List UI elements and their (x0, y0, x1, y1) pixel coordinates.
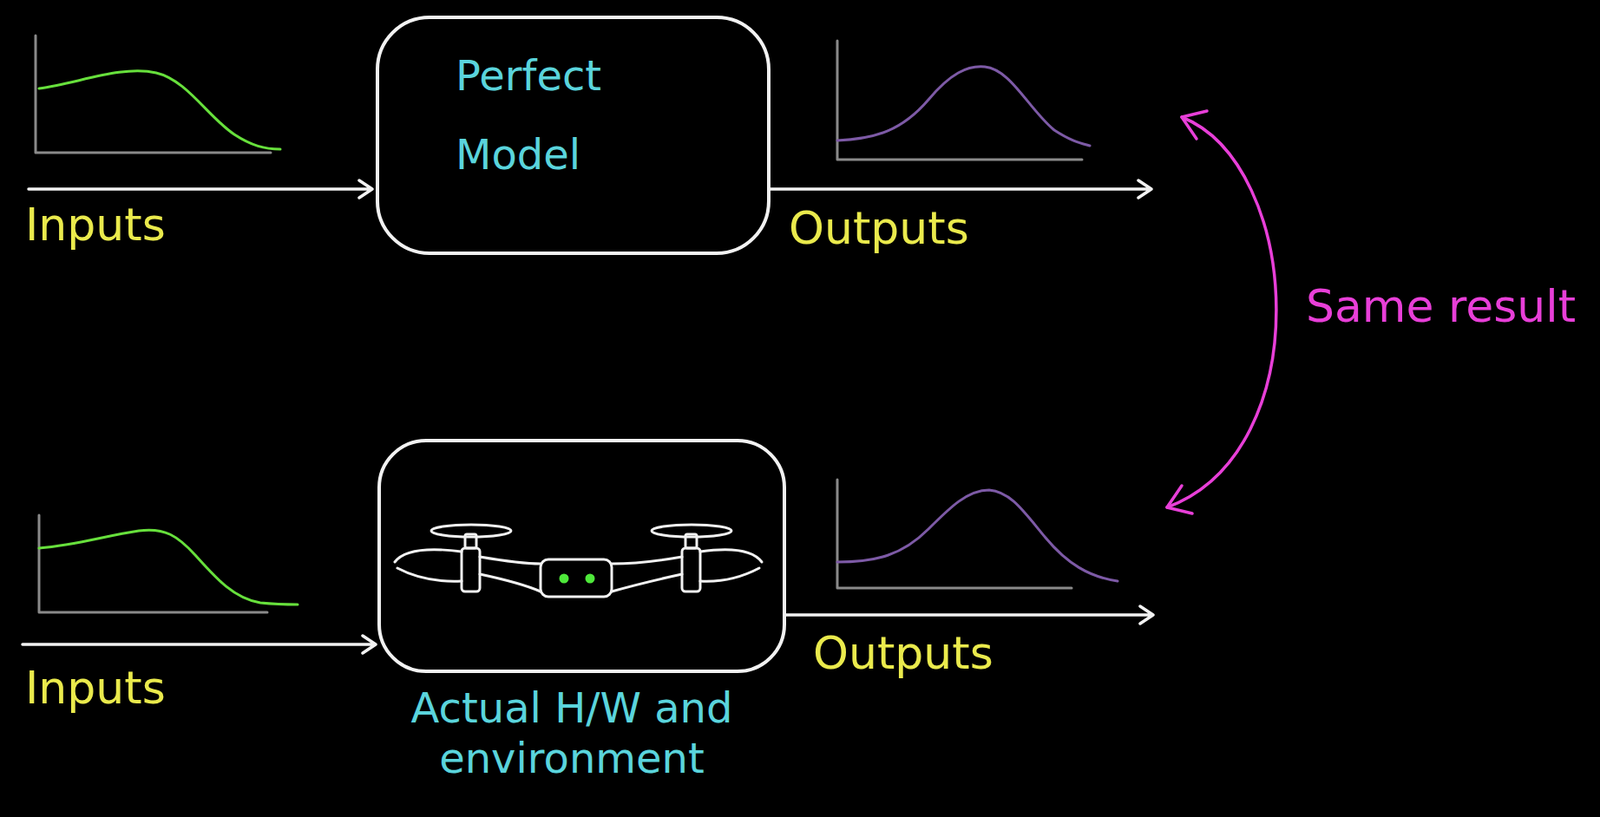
hardware-node: Actual H/W and environment (357, 439, 807, 805)
box-title: Perfect Model (455, 36, 682, 195)
prop-guard (700, 550, 762, 563)
input-arrow (22, 636, 376, 654)
input-curve (39, 71, 281, 150)
drone-body (540, 559, 612, 597)
axis-label: Inputs (25, 197, 166, 252)
hardware-box (377, 439, 787, 674)
drone-eyes (559, 574, 596, 584)
axis-label: Inputs (25, 661, 166, 715)
drone-eye (559, 574, 570, 584)
comparison-arrow (1167, 111, 1277, 514)
drone-arm (611, 574, 682, 592)
graph-axes (837, 40, 1082, 160)
text-group: Perfect Model (455, 36, 682, 195)
output-curve (837, 66, 1090, 146)
graph-axes (837, 479, 1072, 589)
drone-motor (461, 548, 480, 592)
arrow-head (1167, 485, 1193, 514)
drone-arm (479, 557, 541, 564)
hardware-caption: Actual H/W and environment (357, 683, 787, 784)
propeller (651, 524, 732, 538)
propeller (431, 524, 512, 538)
input-curve (39, 530, 298, 605)
double-arrow-curve (1167, 117, 1277, 508)
text-group: Actual H/W and environment (357, 683, 787, 784)
signal-arrows (22, 180, 1154, 654)
axis-label: Outputs (788, 201, 970, 256)
model-box: Perfect Model (375, 15, 771, 256)
arrow-head (1181, 111, 1207, 139)
drone-arm (611, 557, 682, 564)
drone-eye (585, 574, 596, 584)
drone-motor (681, 548, 701, 592)
comparison-label: Same result (1305, 279, 1576, 334)
prop-guard (394, 550, 462, 563)
output-curve (837, 490, 1118, 582)
drone-arm (479, 574, 541, 592)
input-arrow (28, 180, 373, 198)
axis-label: Outputs (813, 626, 994, 681)
prop-guard (397, 568, 462, 582)
graphs (35, 35, 1118, 613)
drone-drawing (394, 524, 762, 597)
output-arrow (770, 180, 1152, 198)
prop-guard (700, 568, 760, 582)
output-arrow (786, 606, 1154, 624)
